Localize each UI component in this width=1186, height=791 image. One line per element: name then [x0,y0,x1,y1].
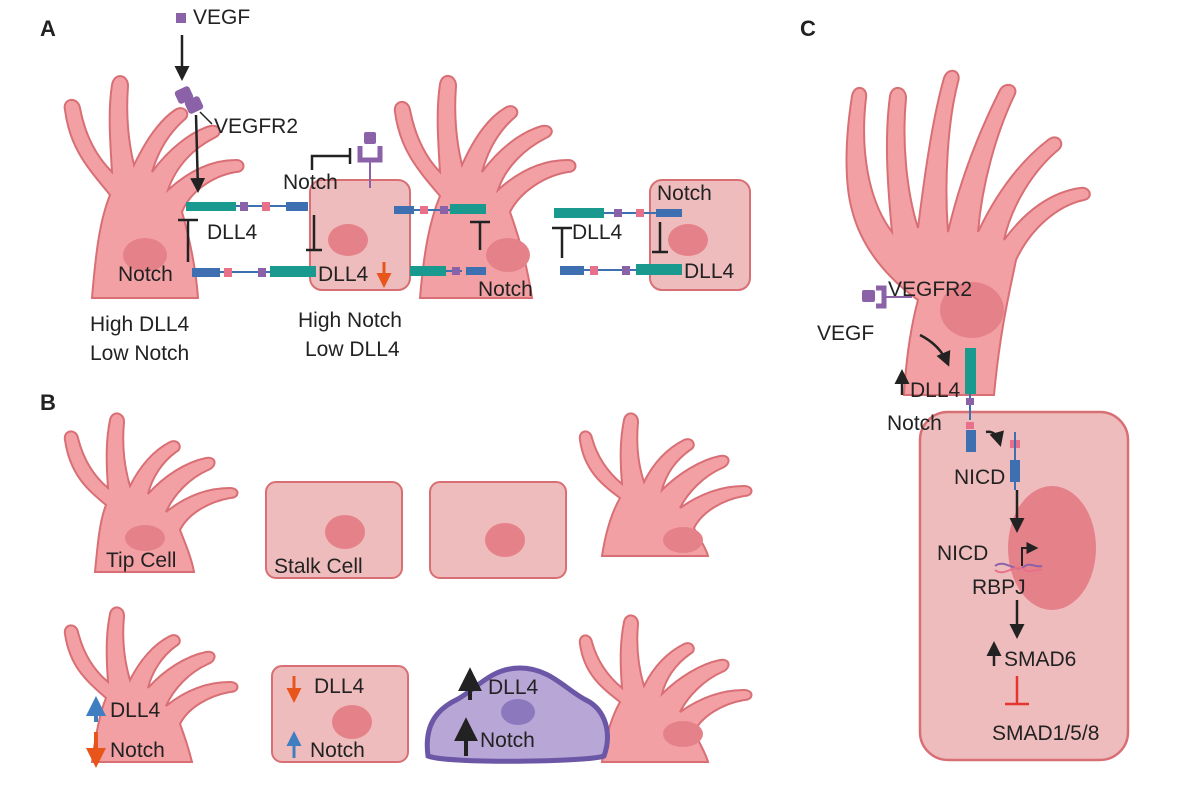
tip-cell-a1 [63,75,245,299]
a-caption-2-line2: Low DLL4 [305,338,400,361]
panel-label-b: B [40,390,56,415]
vegfr2-receptor-icon [174,86,204,114]
receptor-icon-a2 [357,132,383,188]
receptor-bars-a [186,202,682,277]
tip-cell-b4 [578,614,753,763]
c-notch-label: Notch [887,412,942,435]
inhibit-red-c [1005,676,1029,706]
b-stalk-cell-label: Stalk Cell [274,555,363,578]
stalk-nucleus-b1 [325,515,365,549]
tip-cell-c [845,69,1091,396]
b-dll4-1: DLL4 [110,699,161,722]
tip-cell-b3 [63,606,239,763]
a-notch-3: Notch [478,278,533,301]
stalk-nucleus-b2 [485,523,525,557]
c-dll4-label: DLL4 [910,379,961,402]
c-vegf-label: VEGF [817,322,874,345]
inhibition-markers-a [178,148,668,262]
c-nicd-2: NICD [937,542,988,565]
a-notch-1: Notch [118,263,173,286]
b-notch-1: Notch [110,739,165,762]
stalk-nucleus-a2 [668,224,708,256]
a-dll4-4: DLL4 [684,260,735,283]
a-notch-4: Notch [657,182,712,205]
b-notch-2: Notch [310,739,365,762]
b-notch-3: Notch [480,729,535,752]
dna-strand-icon [994,562,1043,570]
tip-cell-b2 [578,412,753,557]
stalk-nucleus-a1 [328,224,368,256]
c-vegfr2-label: VEGFR2 [888,278,972,301]
c-nicd-1: NICD [954,466,1005,489]
purple-nucleus-b [501,699,535,725]
curved-arrow-c1 [919,333,951,367]
c-smad158-label: SMAD1/5/8 [992,722,1099,745]
a-vegfr2-label: VEGFR2 [214,115,298,138]
stalk-nucleus-c [1008,486,1096,610]
a-caption-1-line2: Low Notch [90,342,189,365]
a-notch-2: Notch [283,171,338,194]
tip-cell-b1 [63,412,239,573]
curved-arrow-c2 [985,430,1004,447]
panel-label-a: A [40,16,56,41]
vegf-ligand-icon [176,13,186,23]
a-dll4-2: DLL4 [318,263,369,286]
c-smad6-label: SMAD6 [1004,648,1076,671]
tip-cell-a2 [393,75,577,299]
b-tip-cell-label: Tip Cell [106,549,176,572]
receptor-stack-c [965,348,1020,490]
stalk-nucleus-b3 [332,705,372,739]
a-caption-1-line1: High DLL4 [90,313,190,336]
c-rbpj-label: RBPJ [972,576,1026,599]
transcription-arrow-icon [1021,542,1039,566]
a-caption-2-line1: High Notch [298,309,402,332]
a-vegf-label: VEGF [193,6,250,29]
b-dll4-3: DLL4 [488,676,539,699]
panel-label-c: C [800,16,816,41]
a-dll4-3: DLL4 [572,221,623,244]
a-dll4-1: DLL4 [207,221,258,244]
vegf-receptor-icon-c [862,285,912,309]
b-dll4-2: DLL4 [314,675,365,698]
